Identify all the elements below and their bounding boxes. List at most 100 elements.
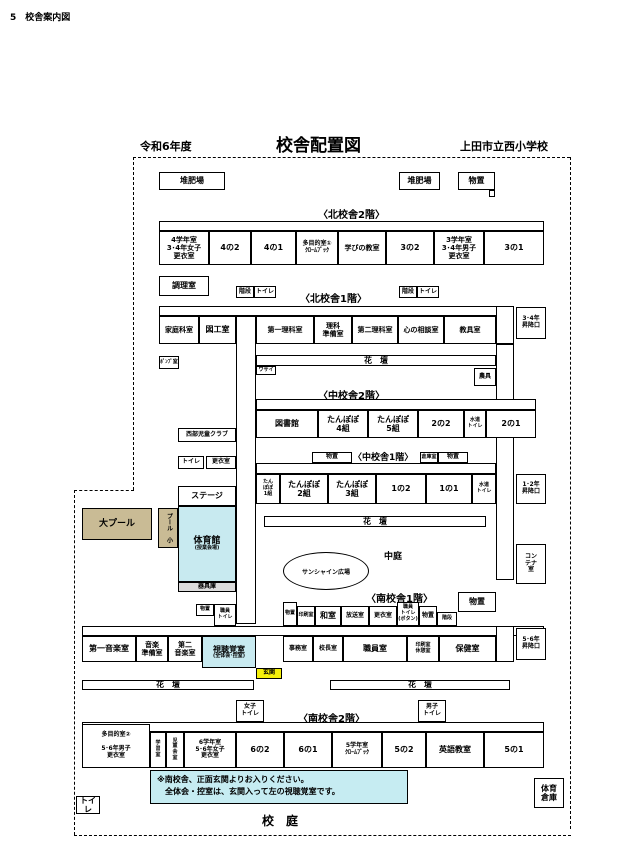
home-ec-room: 家庭科室 <box>159 316 199 344</box>
map-title: 校舎配置図 <box>276 136 361 156</box>
girls-toilet: 女子 トイレ <box>236 700 264 722</box>
library: 図書館 <box>256 410 318 438</box>
east-corridor <box>496 344 514 580</box>
south1-toilet-small: 職員 トイレ (ボタン) <box>397 602 419 626</box>
courtyard-label: 中庭 <box>384 552 403 562</box>
middle1-storage-c: 物置 <box>438 452 468 463</box>
print-room: 印刷室 休憩室 <box>407 636 439 662</box>
middle1-label: 〈中校舎1階〉 <box>353 453 414 463</box>
south2-rooms: 6の2 6の1 5学年室 ｸﾛｰﾑﾌﾞｯｸ 5の2 英語教室 5の1 <box>236 732 544 768</box>
north1-rooms: 第一理科室 理科 準備室 第二理科室 心の相談室 教具室 <box>256 316 496 344</box>
north1-room: 第一理科室 <box>256 316 314 344</box>
north2-room: 3学年室 3･4年男子 更衣室 <box>434 231 484 265</box>
middle1-rooms: たんぽぽ 2組 たんぽぽ 3組 1の2 1の1 水道 トイレ <box>280 474 496 504</box>
middle2-rooms: たんぽぽ 4組 たんぽぽ 5組 2の2 水道 トイレ 2の1 <box>318 410 536 438</box>
north2-rooms: 4学年室 3･4年女子 更衣室 4の2 4の1 多目的室① ｸﾛｰﾑﾌﾞｯｸ 学… <box>159 231 544 265</box>
music-room-2: 第二 音楽室 <box>168 636 202 662</box>
tool-shed: 農具 <box>474 368 496 386</box>
middle2-label: 〈中校舎2階〉 <box>318 391 385 402</box>
west-corridor <box>236 316 256 624</box>
stage: ステージ <box>178 486 236 506</box>
north1-room: 第二理科室 <box>352 316 398 344</box>
north1-corridor <box>159 306 514 316</box>
gym-label: 体育館 <box>193 535 221 546</box>
north1-room: 理科 準備室 <box>314 316 352 344</box>
middle1-room: 1の2 <box>376 474 426 504</box>
boundary-left-lower <box>74 490 75 835</box>
pump-room: ﾎﾟﾝﾌﾟ室 <box>159 356 179 369</box>
child-council-room: 児 童 会 室 <box>166 732 184 768</box>
office: 事務室 <box>283 636 313 662</box>
south2-corridor <box>82 722 544 732</box>
gym: 体育館 (授業会場) <box>178 506 236 582</box>
south2-room: 5学年室 ｸﾛｰﾑﾌﾞｯｸ <box>332 732 382 768</box>
middle1-room: たんぽぽ 2組 <box>280 474 328 504</box>
broadcast-room: 放送室 <box>341 606 369 626</box>
cooking-room: 調理室 <box>159 276 209 296</box>
north2-room: 3の1 <box>484 231 544 265</box>
boundary-step <box>74 490 134 491</box>
middle1-tanpopo1: たん ぽぽ 1組 <box>256 474 280 504</box>
multi-room-2: 多目的室② 5･6年男子 更衣室 <box>82 724 150 768</box>
south1-utility: 印刷室 <box>297 606 315 626</box>
pool-small: プール 小 <box>158 508 178 548</box>
toilet-north-b: トイレ <box>417 286 439 298</box>
south1-storage3: 物置 <box>419 606 437 626</box>
school-name: 上田市立西小学校 <box>460 140 548 153</box>
boundary-bottom <box>74 835 571 836</box>
storage-top-door <box>489 190 495 197</box>
wasai: ワサイ <box>256 366 276 375</box>
west-toilet: トイレ <box>178 456 204 469</box>
middle2-room: たんぽぽ 5組 <box>368 410 418 438</box>
flowerbed-south-left: 花 壇 <box>82 680 254 690</box>
pe-storage: 体育 倉庫 <box>534 778 564 808</box>
container-room: コン テナ 室 <box>516 544 546 584</box>
middle1-room: 1の1 <box>426 474 472 504</box>
boundary-left-upper <box>133 157 134 490</box>
middle1-water-toilet: 水道 トイレ <box>472 474 496 504</box>
west-changing: 更衣室 <box>206 456 236 469</box>
study-room: 学 習 室 <box>150 732 166 768</box>
flowerbed-middle: 花 壇 <box>264 516 486 527</box>
principal-room: 校長室 <box>313 636 343 662</box>
middle2-room: たんぽぽ 4組 <box>318 410 368 438</box>
pool-big: 大プール <box>82 508 152 540</box>
stair-a: 階段 <box>236 286 254 298</box>
south2-room: 5の1 <box>484 732 544 768</box>
south2-room: 6の1 <box>284 732 332 768</box>
health-room: 保健室 <box>439 636 496 662</box>
school-year: 令和6年度 <box>140 140 192 153</box>
toilet-north-a: トイレ <box>254 286 276 298</box>
gym-gear: 器具庫 <box>178 582 236 592</box>
middle2-room: 2の2 <box>418 410 464 438</box>
north1-room: 心の相談室 <box>398 316 444 344</box>
gym-note: (授業会場) <box>194 545 220 552</box>
av-room-note: (全体会･控室) <box>212 652 246 659</box>
yard-toilet: トイレ <box>76 796 100 814</box>
north2-room: 4の1 <box>251 231 296 265</box>
music-prep: 音楽 準備室 <box>136 636 168 662</box>
middle2-water-toilet: 水道 トイレ <box>464 410 486 438</box>
entrance: 玄関 <box>256 668 282 679</box>
south1-staff-toilet: 職員 トイレ <box>214 604 236 626</box>
south1-changing: 更衣室 <box>369 606 397 626</box>
staff-room: 職員室 <box>343 636 407 662</box>
japanese-room: 和室 <box>315 606 341 626</box>
south2-room: 英語教室 <box>426 732 484 768</box>
exit-34: 3･4年 昇降口 <box>516 307 546 339</box>
exit-56: 5･6年 昇降口 <box>516 628 546 660</box>
section-title: 5 校舎案内図 <box>10 13 71 23</box>
south1-label: 〈南校舎1階〉 <box>366 594 433 605</box>
exit-12: 1･2年 昇降口 <box>516 474 546 504</box>
av-room-label: 視聴覚室 <box>213 644 245 654</box>
south1-stair: 階段 <box>437 612 457 626</box>
south1-corridor <box>82 626 544 636</box>
crafts-room: 図工室 <box>199 316 236 344</box>
south1-east-end <box>496 626 514 662</box>
stair-b: 階段 <box>399 286 417 298</box>
north2-room: 学びの教室 <box>338 231 386 265</box>
north2-room: 3の2 <box>386 231 434 265</box>
south2-label: 〈南校舎2階〉 <box>298 714 365 725</box>
flowerbed-north: 花 壇 <box>256 355 496 366</box>
storage-top: 物置 <box>458 172 495 190</box>
